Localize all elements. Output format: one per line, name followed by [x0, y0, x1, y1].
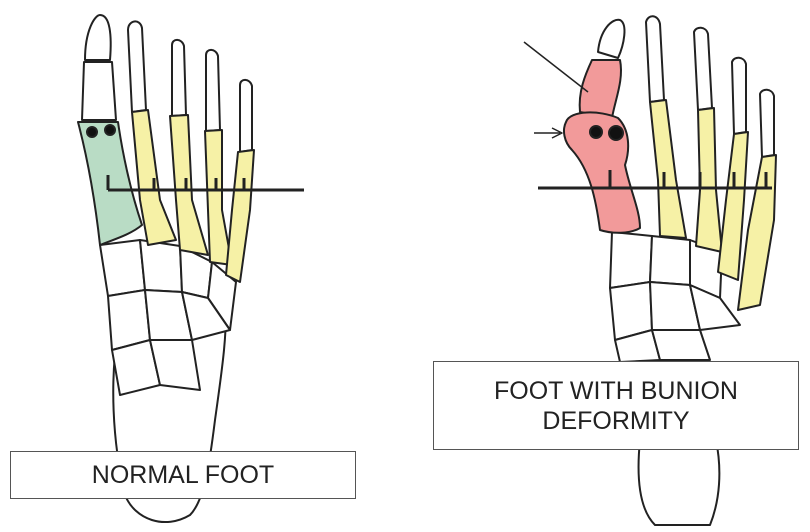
bunion-tarsal-1: [610, 232, 652, 288]
bunion-metatarsal-4: [718, 132, 748, 280]
bunion-label-line-1: FOOT WITH BUNION: [494, 376, 738, 406]
bunion-tarsal-8: [652, 330, 710, 360]
bunion-tarsal-2: [650, 236, 690, 285]
bunion-diagonal-pointer: [524, 42, 588, 92]
bunion-hallux-distal: [598, 20, 624, 58]
normal-foot-label-text: NORMAL FOOT: [92, 460, 274, 490]
bunion-toe2-phalanges: [646, 16, 664, 102]
normal-toe2-phalanges: [128, 21, 146, 112]
bunion-label-line-2: DEFORMITY: [542, 406, 689, 436]
normal-toe4-phalanges: [206, 50, 220, 131]
bunion-foot-label: FOOT WITH BUNION DEFORMITY: [433, 361, 799, 450]
normal-first-metatarsal: [78, 122, 142, 245]
normal-joint-dot-2: [105, 125, 115, 135]
bunion-toe3-phalanges: [694, 28, 712, 110]
bunion-toe4-phalanges: [732, 58, 746, 134]
normal-hallux-distal: [85, 15, 111, 60]
normal-tarsal-2: [140, 240, 182, 292]
bunion-heel: [639, 440, 720, 525]
bunion-metatarsal-2: [650, 100, 686, 238]
bunion-hallux-proximal: [580, 60, 621, 118]
normal-hallux-proximal: [82, 62, 116, 120]
bunion-joint-dot-1: [590, 126, 602, 138]
normal-foot: [78, 15, 304, 522]
normal-toe5-phalanges: [240, 80, 252, 152]
normal-foot-label: NORMAL FOOT: [10, 451, 356, 499]
bunion-toe5-phalanges: [760, 90, 774, 157]
normal-metatarsal-3: [170, 115, 208, 255]
normal-toe3-phalanges: [172, 40, 186, 116]
normal-metatarsal-5: [226, 150, 254, 282]
normal-tarsal-1: [100, 240, 145, 296]
normal-joint-dot-1: [87, 127, 97, 137]
bunion-joint-dot-2: [609, 126, 623, 140]
